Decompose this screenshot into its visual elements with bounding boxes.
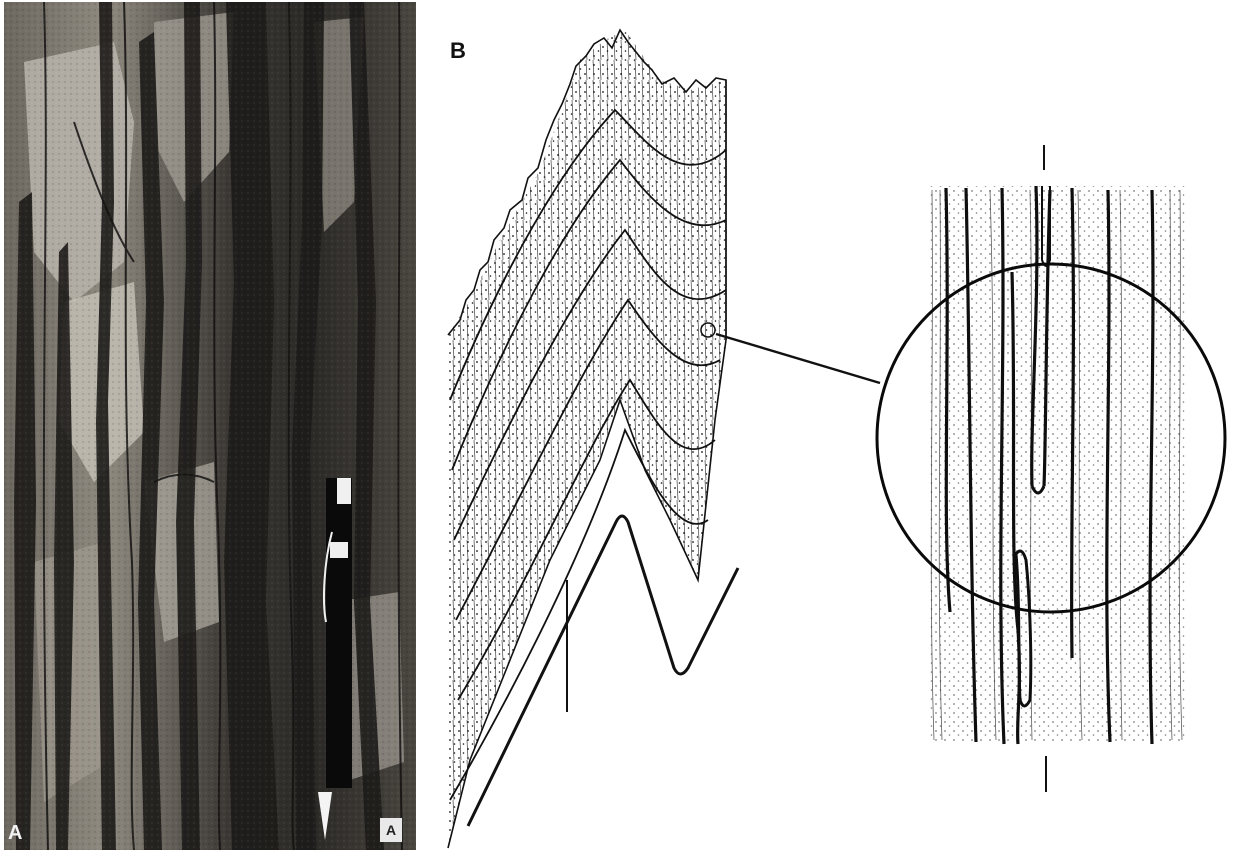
folded-block: [430, 0, 740, 854]
leader-line: [716, 334, 880, 383]
enlarged-detail: [877, 145, 1225, 792]
sketch-drawing: [430, 0, 1237, 854]
panel-a-scale-label: A: [380, 818, 402, 842]
outcrop-photograph: [4, 2, 416, 850]
panel-a-label: A: [8, 822, 22, 845]
panel-b-label: B: [450, 38, 466, 64]
